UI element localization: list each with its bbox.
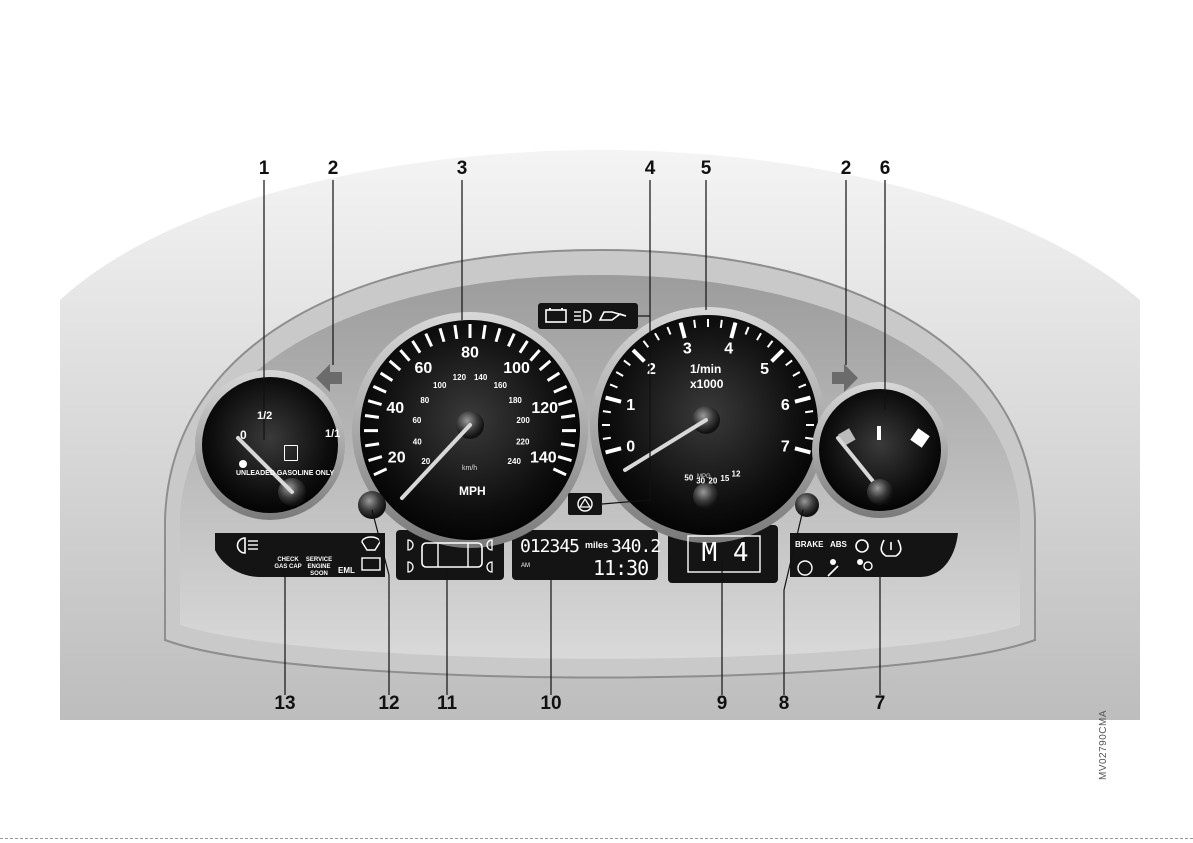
- speedo-kmh-tick-label: 80: [420, 396, 429, 405]
- gauge-tick: [365, 444, 379, 446]
- center-lower-warning: [568, 493, 602, 515]
- temp-gauge: [812, 382, 948, 518]
- gauge-tick: [483, 325, 485, 339]
- speedo-kmh-tick-label: 60: [412, 416, 421, 425]
- speedo-kmh-tick-label: 120: [453, 373, 467, 382]
- eml-label: EML: [338, 566, 355, 575]
- tacho-tick-label: 1: [626, 397, 635, 414]
- service-engine-soon-label: SERVICE ENGINE SOON: [304, 557, 334, 578]
- tacho-economy-tick-label: 12: [732, 469, 741, 478]
- gauge-tick: [721, 320, 722, 328]
- speedo-kmh-tick-label: 20: [421, 457, 430, 466]
- callout-2-right: 2: [826, 158, 866, 180]
- callout-11: 11: [427, 693, 467, 715]
- callout-3: 3: [442, 158, 482, 180]
- speedo-kmh-tick-label: 220: [516, 437, 530, 446]
- coolant-temperature-icon: [877, 426, 881, 440]
- trip-meter: 340.2: [611, 536, 660, 557]
- speedo-mph-tick-label: 40: [386, 400, 404, 417]
- speedo-kmh-tick-label: 160: [494, 381, 508, 390]
- callout-7: 7: [860, 693, 900, 715]
- fuel-tick-half: 1/2: [257, 410, 272, 422]
- speedo-mph-tick-label: 120: [531, 400, 558, 417]
- tacho-tick-label: 4: [724, 340, 733, 357]
- tacho-tick-label: 7: [781, 438, 790, 455]
- speedo-mph-tick-label: 140: [530, 449, 557, 466]
- speedo-mph-tick-label: 60: [415, 360, 433, 377]
- odometer-unit: miles: [585, 540, 608, 550]
- speedo-mph-tick-label: 80: [461, 345, 479, 362]
- tacho-tick-label: 3: [683, 340, 692, 357]
- fuel-tick-full: 1/1: [325, 428, 340, 440]
- gauge-tick: [561, 444, 575, 446]
- speedo-kmh-tick-label: 180: [509, 396, 523, 405]
- callout-12: 12: [369, 693, 409, 715]
- brake-label: BRAKE: [795, 540, 823, 549]
- fuel-pump-icon: [284, 445, 298, 461]
- callout-4: 4: [630, 158, 670, 180]
- clock-prefix: AM: [521, 563, 530, 569]
- speedo-unit-mph: MPH: [459, 484, 486, 498]
- tacho-economy-tick-label: 15: [720, 474, 729, 483]
- callout-13: 13: [265, 693, 305, 715]
- gauge-tick: [603, 411, 611, 412]
- speedo-kmh-tick-label: 240: [508, 457, 522, 466]
- gauge-tick: [805, 411, 813, 412]
- speedometer: 20 40 60 80 100 120 140 20 40 60 80 100 120 140 160180…: [352, 312, 588, 548]
- callout-1: 1: [244, 158, 284, 180]
- speedo-kmh-tick-label: 100: [433, 381, 447, 390]
- speedo-unit-kmh: km/h: [462, 465, 477, 472]
- callout-10: 10: [531, 693, 571, 715]
- knob-8[interactable]: [795, 493, 819, 517]
- warning-strip-top: [538, 303, 638, 329]
- gauge-tick: [365, 416, 379, 418]
- fuel-tick-0: 0: [240, 428, 247, 442]
- tacho-tick-label: 2: [647, 361, 656, 378]
- tacho-tick-label: 0: [626, 438, 635, 455]
- tacho-economy-tick-label: 50: [684, 473, 693, 482]
- callout-6: 6: [865, 158, 905, 180]
- tacho-unit-line1: 1/min: [690, 362, 721, 376]
- gear-display-text: M 4: [697, 538, 753, 568]
- knob-12[interactable]: [358, 491, 386, 519]
- speedo-mph-tick-label: 100: [503, 360, 530, 377]
- page-edge-dashed-line: [0, 838, 1193, 839]
- speedo-kmh-tick-label: 40: [413, 437, 422, 446]
- clock-time: 11:30: [593, 556, 648, 580]
- gauge-tick: [694, 320, 695, 328]
- tacho-economy-unit: MPG: [697, 474, 711, 480]
- tacho-tick-label: 6: [781, 397, 790, 414]
- callout-2-left: 2: [313, 158, 353, 180]
- tacho-unit-line2: x1000: [690, 377, 723, 391]
- gauge-tick: [805, 438, 813, 439]
- callout-9: 9: [702, 693, 742, 715]
- fuel-gauge: [195, 370, 345, 520]
- odometer-mileage: 012345: [520, 536, 579, 557]
- gauge-tick: [455, 325, 457, 339]
- abs-label: ABS: [830, 540, 847, 549]
- check-gas-cap-label: CHECK GAS CAP: [274, 557, 302, 571]
- tacho-tick-label: 5: [760, 361, 769, 378]
- fuel-legend: UNLEADED GASOLINE ONLY: [236, 470, 334, 477]
- gauge-tick: [603, 438, 611, 439]
- speedo-mph-tick-label: 20: [388, 449, 406, 466]
- gauge-tick: [561, 416, 575, 418]
- callout-5: 5: [686, 158, 726, 180]
- speedo-kmh-tick-label: 140: [474, 373, 488, 382]
- callout-8: 8: [764, 693, 804, 715]
- figure-code: MV02790CMA: [1098, 700, 1118, 780]
- speedo-kmh-tick-label: 200: [516, 416, 530, 425]
